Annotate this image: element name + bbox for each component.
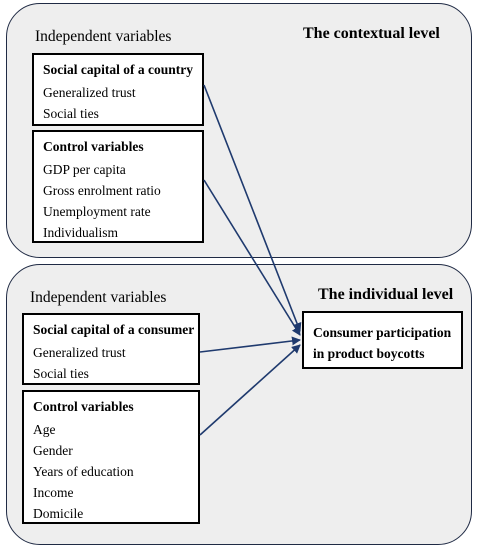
consumer-social-capital-box: Social capital of a consumer Generalized… — [22, 313, 200, 385]
arrow-individual-control-to-outcome — [199, 344, 301, 436]
individual-years-of-education: Years of education — [33, 464, 134, 479]
country-control-variables-title: Control variables — [43, 139, 144, 154]
consumer-social-capital-title: Social capital of a consumer — [33, 322, 195, 337]
country-social-capital-box: Social capital of a country Generalized … — [32, 53, 204, 126]
country-social-capital-title: Social capital of a country — [43, 62, 193, 77]
country-gross-enrolment-ratio: Gross enrolment ratio — [43, 183, 161, 198]
individual-level-title: The individual level — [318, 286, 454, 303]
individual-gender: Gender — [33, 443, 73, 458]
individual-age: Age — [33, 422, 56, 437]
individual-control-variables-title: Control variables — [33, 399, 134, 414]
consumer-social-ties: Social ties — [33, 366, 89, 381]
outcome-line-2: in product boycotts — [313, 346, 425, 361]
individual-control-variables-box: Control variables Age Gender Years of ed… — [22, 390, 200, 524]
country-individualism: Individualism — [43, 225, 118, 240]
country-gdp-per-capita: GDP per capita — [43, 162, 126, 177]
arrow-country-social-capital-to-outcome — [203, 84, 302, 332]
country-social-ties: Social ties — [43, 106, 99, 121]
country-generalized-trust: Generalized trust — [43, 85, 136, 100]
country-unemployment-rate: Unemployment rate — [43, 204, 151, 219]
country-control-variables-box: Control variables GDP per capita Gross e… — [32, 130, 204, 243]
contextual-independent-variables-label: Independent variables — [35, 28, 172, 45]
arrow-consumer-social-capital-to-outcome — [199, 336, 301, 353]
individual-independent-variables-label: Independent variables — [30, 289, 167, 306]
outcome-line-1: Consumer participation — [313, 325, 452, 340]
contextual-level-title: The contextual level — [303, 25, 440, 42]
arrow-country-control-to-outcome — [203, 179, 301, 336]
consumer-boycott-participation-box: Consumer participation in product boycot… — [302, 311, 463, 369]
individual-income: Income — [33, 485, 74, 500]
consumer-generalized-trust: Generalized trust — [33, 345, 126, 360]
individual-domicile: Domicile — [33, 506, 84, 521]
